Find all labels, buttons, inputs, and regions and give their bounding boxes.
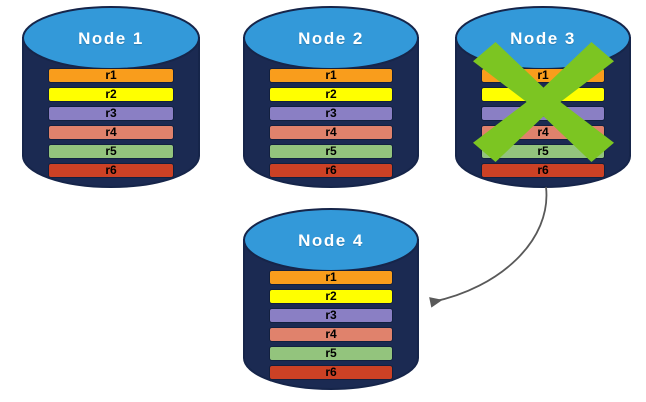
row-bar-r2[interactable]: r2 (481, 87, 605, 102)
row-list: r1 r2 r3 r4 r5 r6 (22, 68, 200, 178)
row-bar-r1[interactable]: r1 (481, 68, 605, 83)
row-list: r1 r2 r3 r4 r5 r6 (455, 68, 631, 178)
row-list: r1 r2 r3 r4 r5 r6 (243, 270, 419, 380)
row-bar-r4[interactable]: r4 (48, 125, 174, 140)
row-bar-r6[interactable]: r6 (269, 163, 393, 178)
row-bar-r5[interactable]: r5 (48, 144, 174, 159)
row-bar-r3[interactable]: r3 (481, 106, 605, 121)
row-bar-r4[interactable]: r4 (269, 327, 393, 342)
row-bar-r5[interactable]: r5 (269, 346, 393, 361)
row-bar-r2[interactable]: r2 (48, 87, 174, 102)
row-bar-r5[interactable]: r5 (269, 144, 393, 159)
row-bar-r3[interactable]: r3 (269, 308, 393, 323)
row-bar-r1[interactable]: r1 (48, 68, 174, 83)
row-bar-r4[interactable]: r4 (269, 125, 393, 140)
row-bar-r2[interactable]: r2 (269, 87, 393, 102)
row-bar-r3[interactable]: r3 (269, 106, 393, 121)
row-bar-r3[interactable]: r3 (48, 106, 174, 121)
row-list: r1 r2 r3 r4 r5 r6 (243, 68, 419, 178)
row-bar-r5[interactable]: r5 (481, 144, 605, 159)
row-bar-r6[interactable]: r6 (48, 163, 174, 178)
row-bar-r6[interactable]: r6 (269, 365, 393, 380)
row-bar-r1[interactable]: r1 (269, 270, 393, 285)
row-bar-r2[interactable]: r2 (269, 289, 393, 304)
row-bar-r1[interactable]: r1 (269, 68, 393, 83)
row-bar-r6[interactable]: r6 (481, 163, 605, 178)
row-bar-r4[interactable]: r4 (481, 125, 605, 140)
